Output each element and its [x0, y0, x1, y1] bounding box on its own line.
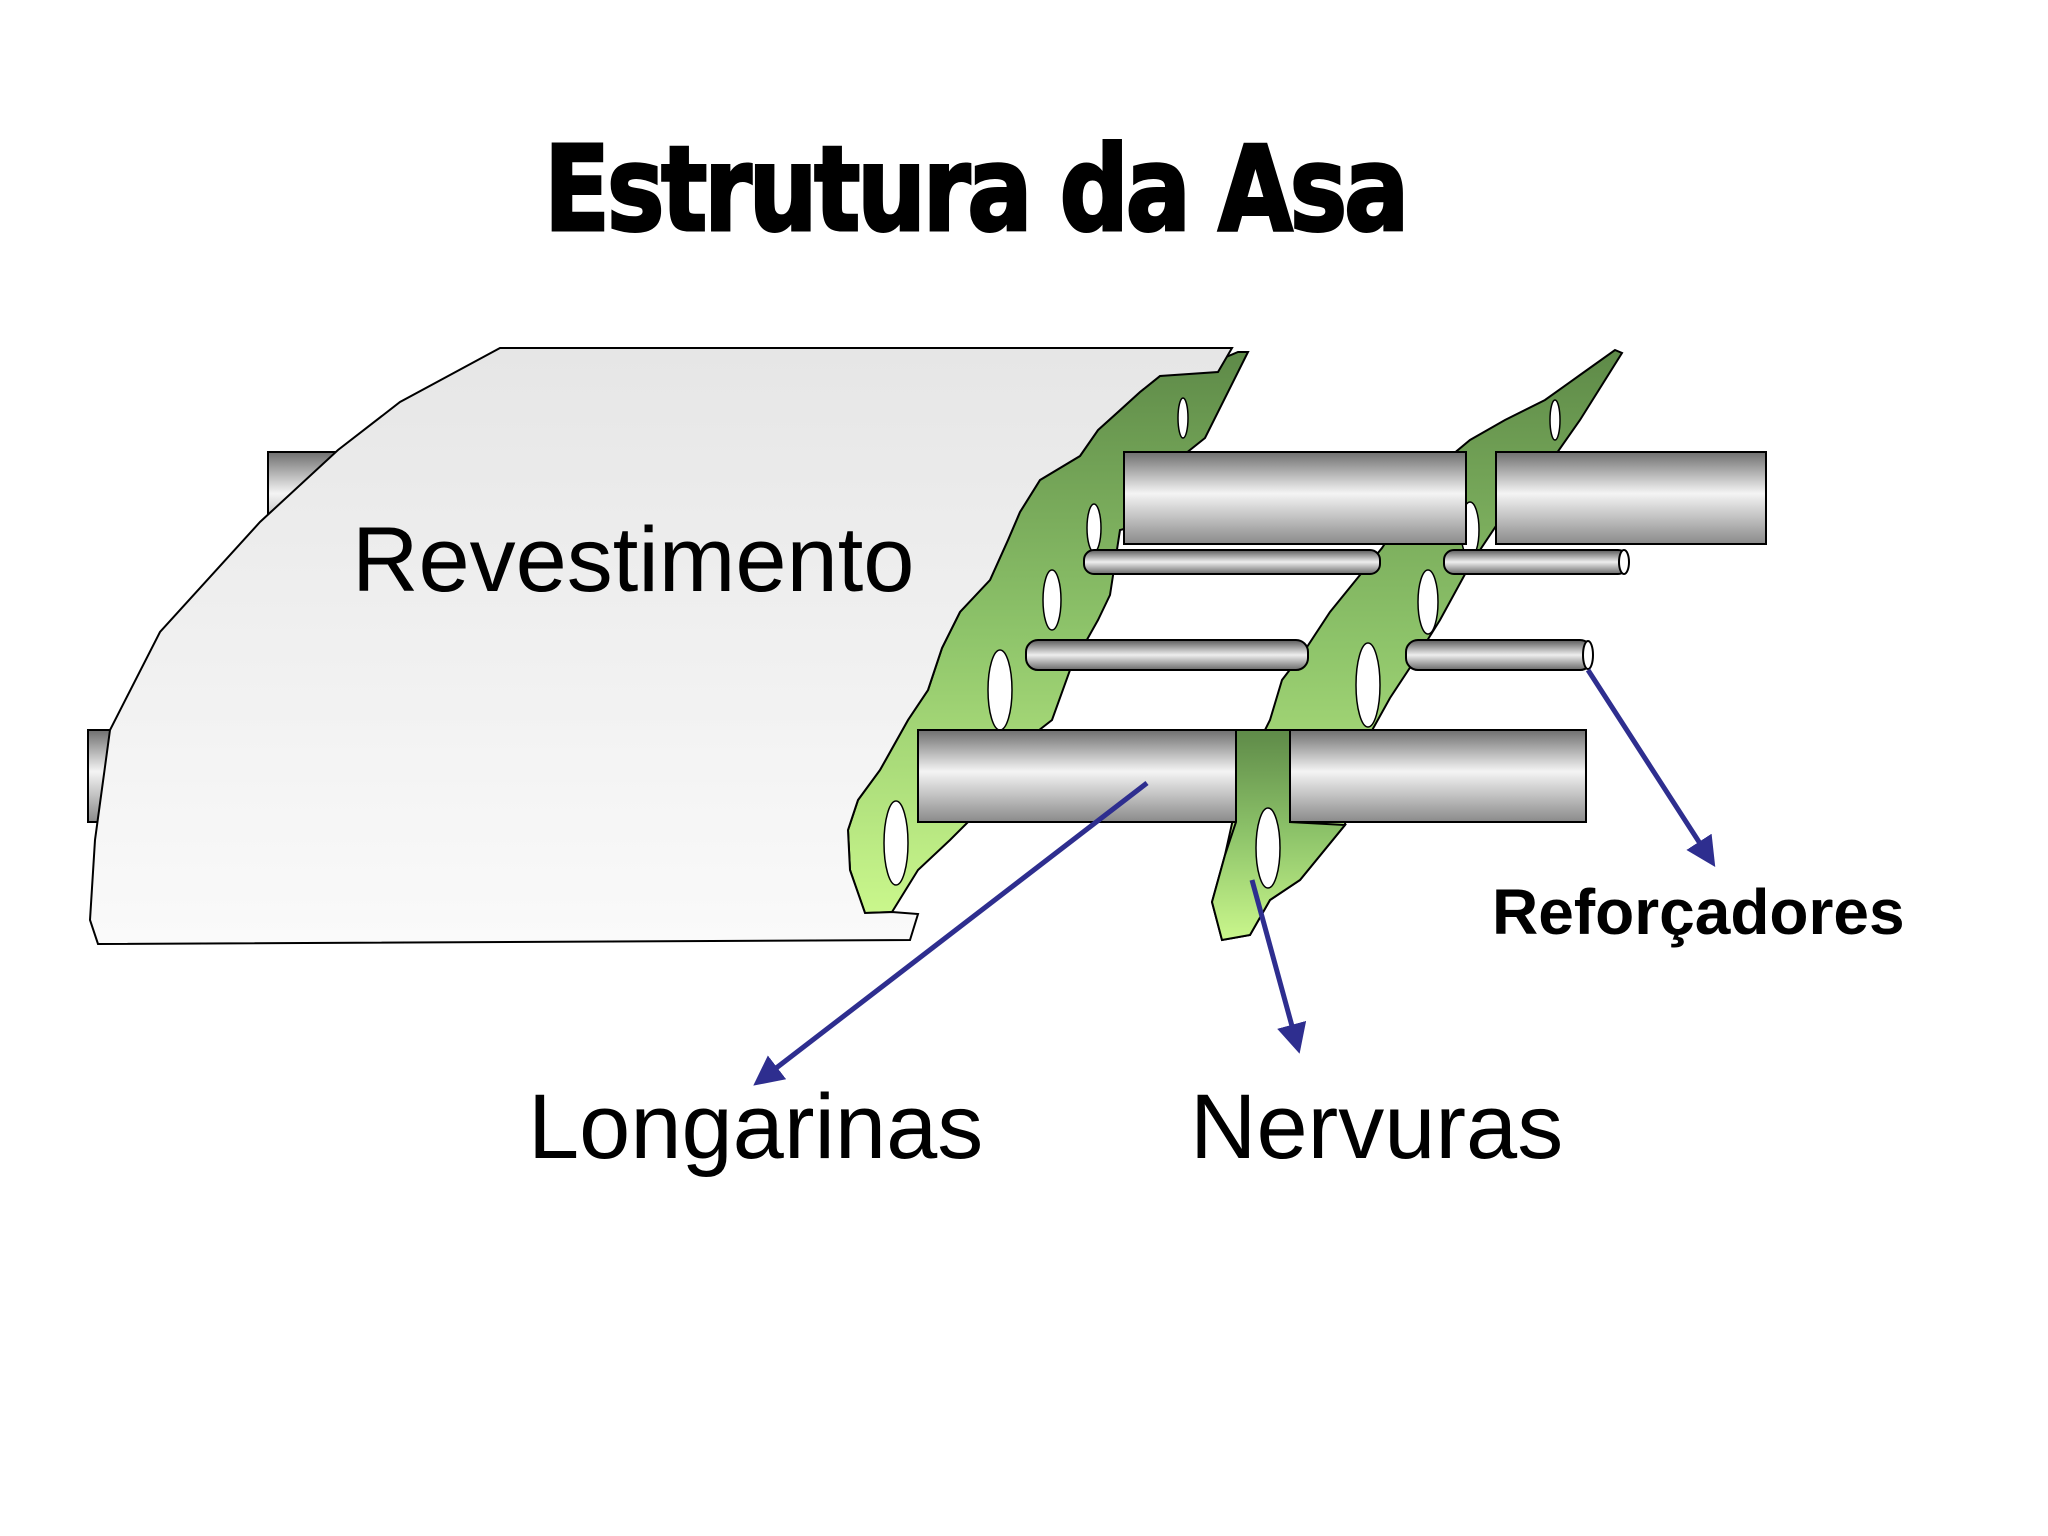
slide-title: Estrutura da Asa: [543, 119, 1411, 260]
nervuras-arrow: [1249, 879, 1307, 1054]
label-nervuras: Nervuras: [1190, 1076, 1564, 1178]
reforcadores-arrow: [1585, 668, 1716, 868]
label-revestimento: Revestimento: [352, 509, 915, 611]
label-reforcadores: Reforçadores: [1492, 876, 1905, 948]
rib-2-front: [1210, 729, 1348, 942]
longarinas-arrow: [753, 781, 1149, 1086]
stringer-2: [1025, 639, 1594, 671]
wing-skin: [88, 347, 1234, 946]
label-longarinas: Longarinas: [528, 1076, 984, 1178]
upper-spar: [1123, 451, 1767, 545]
stringer-1: [1083, 549, 1630, 575]
lower-spar: [917, 729, 1587, 823]
